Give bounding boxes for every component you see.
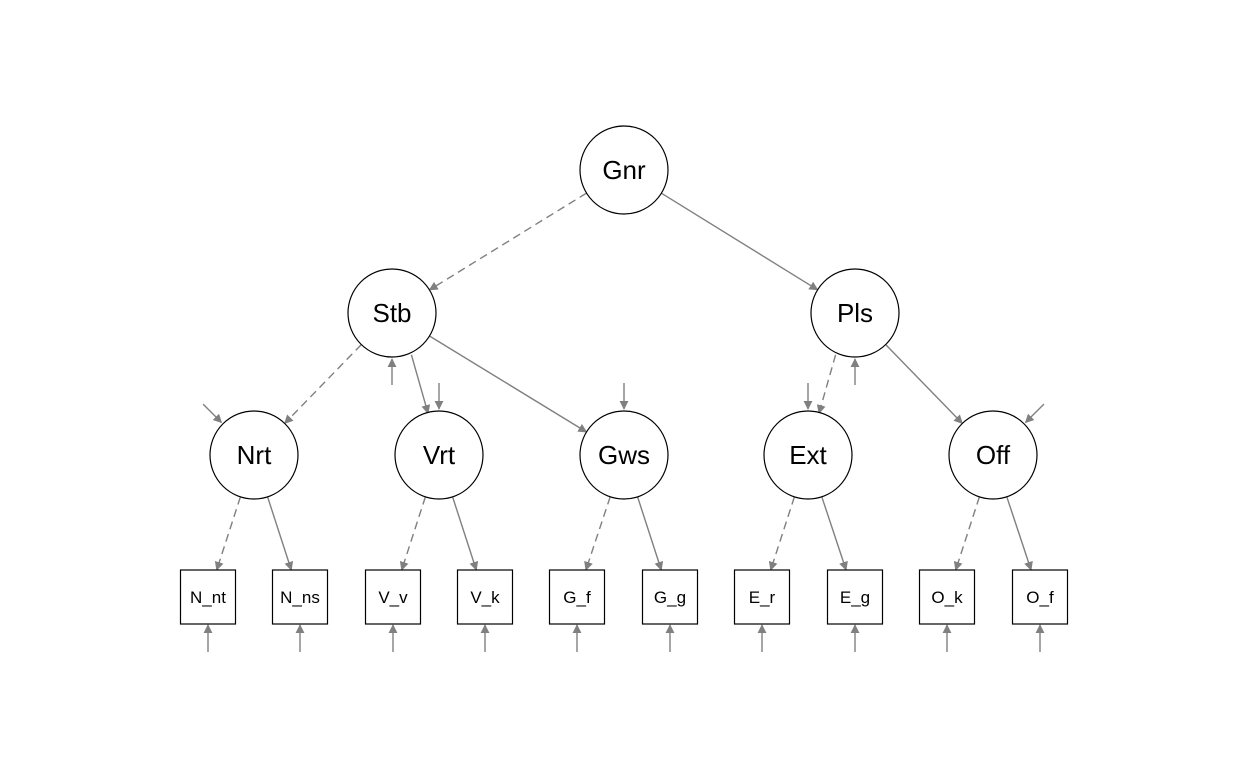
manifest-box <box>548 569 606 625</box>
latent-label: Pls <box>837 298 873 328</box>
latent-circle <box>579 125 669 215</box>
edge-stb-to-vrt <box>410 354 431 415</box>
latent-node-off: Off <box>948 410 1038 500</box>
edges-layer <box>214 192 1033 571</box>
latent-node-gws: Gws <box>579 410 669 500</box>
manifest-label: O_f <box>1026 588 1054 607</box>
edge-vrt-to-v-k <box>451 496 479 571</box>
edge-off-to-o-k <box>953 496 981 571</box>
manifest-label: V_v <box>378 588 408 607</box>
manifest-box <box>641 569 699 625</box>
edge-nrt-to-n-ns <box>266 496 294 571</box>
residuals-layer <box>202 358 1045 652</box>
manifest-label: G_f <box>563 588 591 607</box>
latent-circle <box>810 268 900 358</box>
manifest-node-g-g: G_g <box>641 569 699 625</box>
edge-stb-to-nrt <box>284 344 362 425</box>
manifest-label: N_ns <box>280 588 320 607</box>
manifest-box <box>179 569 237 625</box>
latent-node-stb: Stb <box>347 268 437 358</box>
latent-label: Ext <box>789 440 827 470</box>
edge-pls-to-off <box>885 344 963 425</box>
latent-circle <box>209 410 299 500</box>
manifest-label: N_nt <box>190 588 226 607</box>
latent-label: Vrt <box>423 440 456 470</box>
latent-node-nrt: Nrt <box>209 410 299 500</box>
edge-stb-to-gws <box>429 335 588 433</box>
latent-circle <box>347 268 437 358</box>
edge-gws-to-g-g <box>636 496 664 571</box>
latent-circle <box>948 410 1038 500</box>
edge-vrt-to-v-v <box>399 496 427 571</box>
manifest-box <box>918 569 976 625</box>
manifest-box <box>1011 569 1069 625</box>
edge-nrt-to-n-nt <box>214 496 242 571</box>
edge-off-to-o-f <box>1006 496 1033 571</box>
manifest-node-v-k: V_k <box>456 569 514 625</box>
manifest-label: G_g <box>654 588 686 607</box>
edge-ext-to-e-r <box>768 496 796 571</box>
manifest-box <box>826 569 884 625</box>
latent-node-ext: Ext <box>763 410 853 500</box>
manifest-label: E_g <box>840 588 870 607</box>
manifest-node-e-g: E_g <box>826 569 884 625</box>
latent-label: Stb <box>372 298 411 328</box>
latent-circle <box>579 410 669 500</box>
latent-circle <box>763 410 853 500</box>
edge-ext-to-e-g <box>821 496 848 571</box>
latent-node-pls: Pls <box>810 268 900 358</box>
residual-arrow-off <box>1024 403 1045 424</box>
latent-node-gnr: Gnr <box>579 125 669 215</box>
latent-node-vrt: Vrt <box>394 410 484 500</box>
edge-gws-to-g-f <box>584 496 611 571</box>
edge-gnr-to-stb <box>428 192 587 291</box>
latent-label: Off <box>976 440 1011 470</box>
manifest-node-o-f: O_f <box>1011 569 1069 625</box>
manifest-box <box>271 569 329 625</box>
manifest-box <box>456 569 514 625</box>
latent-circle <box>394 410 484 500</box>
manifest-label: O_k <box>931 588 963 607</box>
manifest-box <box>364 569 422 625</box>
latent-label: Nrt <box>237 440 272 470</box>
manifest-node-v-v: V_v <box>364 569 422 625</box>
latent-label: Gws <box>598 440 650 470</box>
residual-arrow-nrt <box>202 403 223 424</box>
manifest-label: E_r <box>749 588 776 607</box>
manifest-label: V_k <box>470 588 500 607</box>
manifest-node-n-nt: N_nt <box>179 569 237 625</box>
manifest-node-n-ns: N_ns <box>271 569 329 625</box>
manifest-node-e-r: E_r <box>733 569 791 625</box>
manifest-box <box>733 569 791 625</box>
edge-pls-to-ext <box>816 354 837 415</box>
latent-label: Gnr <box>602 155 646 185</box>
manifest-node-o-k: O_k <box>918 569 976 625</box>
edge-gnr-to-pls <box>661 192 819 291</box>
manifest-node-g-f: G_f <box>548 569 606 625</box>
